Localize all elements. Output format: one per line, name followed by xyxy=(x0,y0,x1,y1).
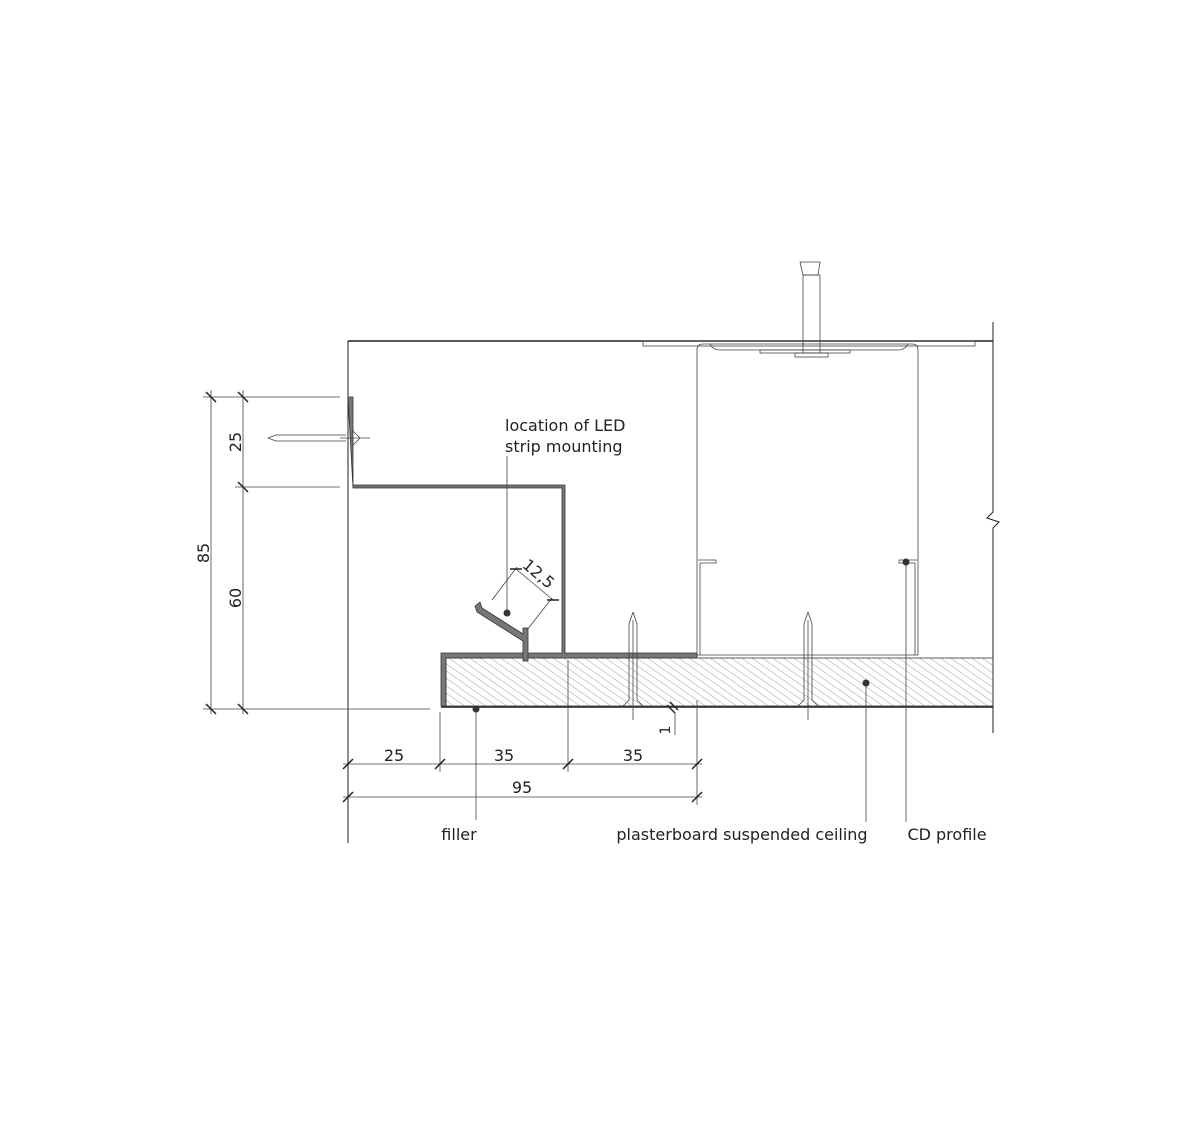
drywall-screw xyxy=(797,611,819,720)
hanger-rod xyxy=(642,261,976,358)
dimension-gap: 1 xyxy=(658,726,674,735)
led-strip-holder xyxy=(474,601,529,662)
label-led-line2: strip mounting xyxy=(505,437,623,456)
drywall-screw xyxy=(622,611,644,720)
horizontal-dimensions xyxy=(342,660,703,805)
led-cove-profile xyxy=(347,396,698,707)
dimension-60: 60 xyxy=(226,588,245,608)
cd-profile xyxy=(696,343,919,656)
dimension-12-5: 12,5 xyxy=(519,555,559,592)
wall-screw xyxy=(267,429,370,447)
leaders xyxy=(472,456,910,822)
dimension-95: 95 xyxy=(512,778,532,797)
label-plasterboard: plasterboard suspended ceiling xyxy=(616,825,867,844)
dimension-35-a: 35 xyxy=(494,746,514,765)
plasterboard xyxy=(441,657,994,708)
dimension-85: 85 xyxy=(194,543,213,563)
dimension-25-horizontal: 25 xyxy=(384,746,404,765)
label-cd-profile: CD profile xyxy=(907,825,986,844)
dimension-25-vertical: 25 xyxy=(226,432,245,452)
label-filler: filler xyxy=(441,825,477,844)
vertical-dimensions xyxy=(203,390,430,715)
wall-and-slab xyxy=(347,322,1000,843)
led-width-dimension xyxy=(491,566,559,631)
label-led-line1: location of LED xyxy=(505,416,625,435)
dimension-35-b: 35 xyxy=(623,746,643,765)
